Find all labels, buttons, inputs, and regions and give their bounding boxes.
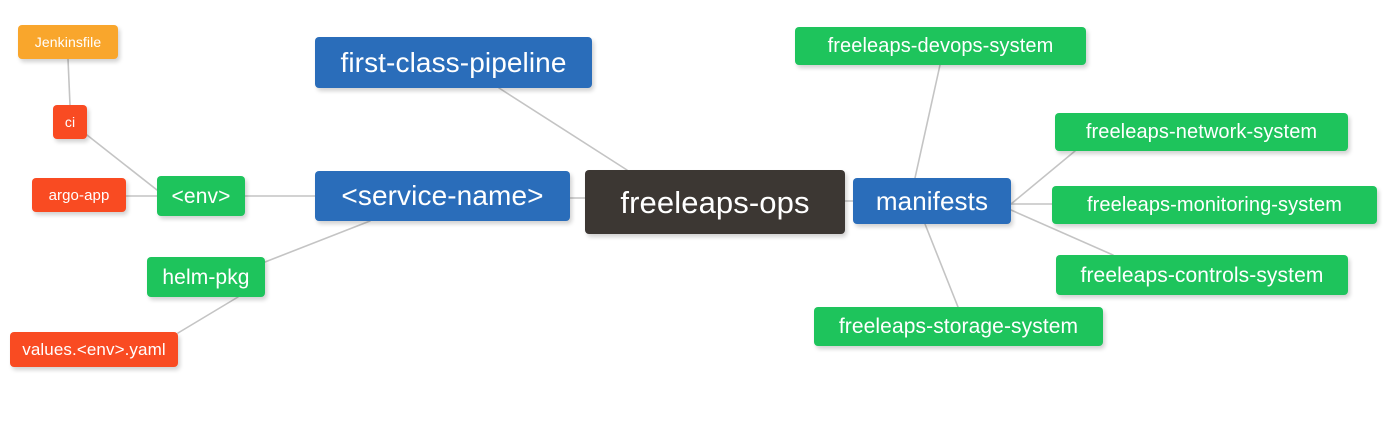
edge-manifests-to-controls-system	[1010, 209, 1114, 256]
edge-jenkinsfile-to-ci	[67, 58, 71, 106]
mindmap-node-ci[interactable]: ci	[53, 105, 87, 139]
mindmap-node-argo-app[interactable]: argo-app	[32, 178, 126, 212]
edge-manifests-to-network-system	[1010, 150, 1076, 205]
edge-manifests-to-storage-system	[924, 223, 959, 308]
mindmap-node-controls-system[interactable]: freeleaps-controls-system	[1056, 255, 1348, 295]
mindmap-node-manifests[interactable]: manifests	[853, 178, 1011, 224]
mindmap-node-devops-system[interactable]: freeleaps-devops-system	[795, 27, 1086, 65]
edge-first-class-pipeline-to-freeleaps-ops	[498, 87, 628, 171]
mindmap-node-service-name[interactable]: <service-name>	[315, 171, 570, 221]
mindmap-node-env[interactable]: <env>	[157, 176, 245, 216]
mindmap-node-first-class-pipeline[interactable]: first-class-pipeline	[315, 37, 592, 88]
edge-ci-to-env	[86, 134, 158, 191]
mindmap-node-values[interactable]: values.<env>.yaml	[10, 332, 178, 367]
edge-helm-pkg-to-service-name	[264, 220, 371, 263]
mindmap-node-jenkinsfile[interactable]: Jenkinsfile	[18, 25, 118, 59]
mindmap-node-helm-pkg[interactable]: helm-pkg	[147, 257, 265, 297]
mindmap-node-monitoring-system[interactable]: freeleaps-monitoring-system	[1052, 186, 1377, 224]
mindmap-node-storage-system[interactable]: freeleaps-storage-system	[814, 307, 1103, 346]
mindmap-node-freeleaps-ops[interactable]: freeleaps-ops	[585, 170, 845, 234]
edge-values-to-helm-pkg	[177, 296, 239, 334]
mindmap-node-network-system[interactable]: freeleaps-network-system	[1055, 113, 1348, 151]
edge-manifests-to-devops-system	[914, 64, 941, 179]
